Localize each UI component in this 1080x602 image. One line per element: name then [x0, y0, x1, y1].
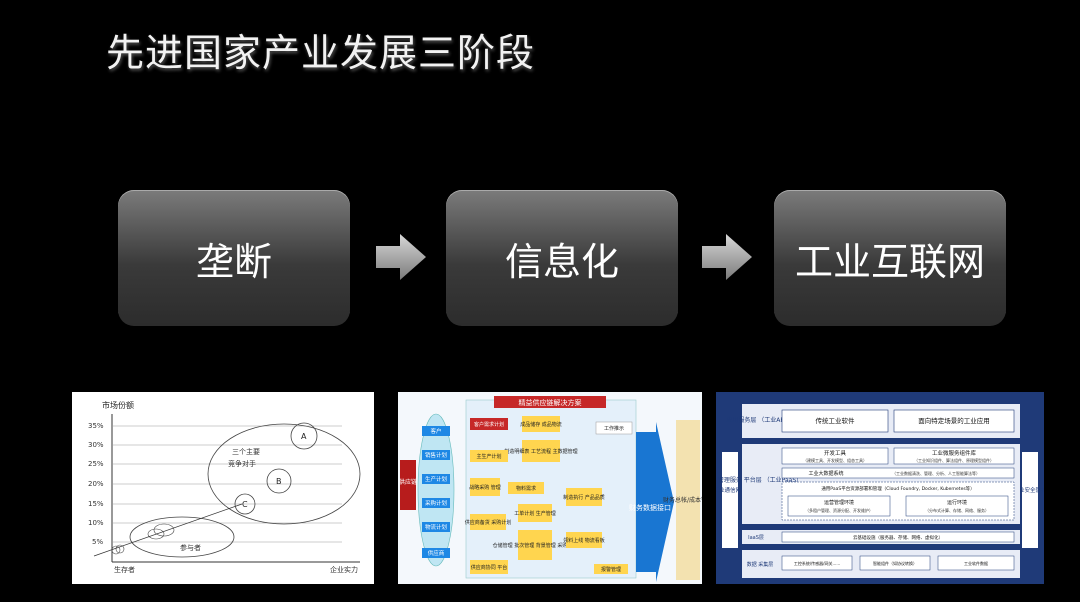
flow-box: 供应商备货 采购计划 [465, 519, 512, 526]
circle-label: B [276, 477, 282, 486]
y-tick: 20% [88, 480, 104, 488]
app-item: 传统工业软件 [816, 416, 856, 425]
bigdata: 工业大数据系统 [808, 470, 843, 477]
y-tick: 30% [88, 441, 104, 449]
flow-box: 工单计划 生产管理 [514, 510, 556, 517]
flow-box: 制造执行 产品品质 [563, 494, 605, 501]
page-title: 先进国家产业发展三阶段 [106, 31, 536, 75]
y-tick: 10% [88, 519, 104, 527]
architecture-diagram: 工业通信网络 工业安全防护 应用服务层 （工业APP） 传统工业软件 面向特定场… [716, 392, 1044, 584]
row-label: 管理服务 平台层 （工业PaaS） [718, 476, 802, 484]
bigdata-desc: （工业数据清洗、管理、分析、人工智能算法等） [892, 470, 980, 476]
flow-box: 制造明细表 工艺流程 主数据管理 [504, 448, 577, 455]
node-label: 销售计划 [425, 451, 447, 459]
flow-box: 领料上线 物流看板 [563, 537, 605, 544]
flow-box: 报警管理 [601, 566, 621, 573]
arrow-right-icon [702, 234, 752, 280]
ops-desc: （多租户管理、资源分配、开发维护） [805, 507, 873, 513]
flow-box: 物料需求 [516, 485, 536, 492]
data-item: 工控系统/传感器/网关...... [794, 560, 840, 566]
flow-box: 主生产计划 [476, 453, 501, 460]
bubble-text: 三个主要 [232, 447, 260, 456]
y-tick: 15% [88, 500, 104, 508]
y-tick: 25% [88, 460, 104, 468]
iaas-label: IaaS层 [748, 535, 764, 541]
app-item: 面向特定场景的工业应用 [918, 416, 990, 425]
stage-monopoly: 垄断 [118, 190, 350, 326]
run: 运行环境 [947, 499, 967, 506]
stage-industrial-internet: 工业互联网 [774, 190, 1006, 326]
y-tick: 5% [92, 538, 103, 546]
participant-label: 参与者 [180, 543, 201, 552]
dev-tools: 开发工具 [824, 449, 847, 457]
data-item: 智能组件（如协议转换） [873, 560, 917, 566]
dev-tools-desc: （建模工具、开发模型、组态工具） [803, 457, 867, 463]
row-label: 应用服务层 （工业APP） [726, 416, 793, 424]
arrow-label: 财务数据接口 [629, 503, 671, 512]
bubble-text: 竞争对手 [228, 459, 256, 468]
y-axis-label: 市场份额 [102, 400, 134, 410]
diagram-header: 精益供应链解决方案 [519, 398, 582, 407]
left-side-label: 工业通信网络 [716, 486, 747, 494]
run-desc: （分布式计算、存储、网络、服务） [925, 507, 989, 513]
circle-label: C [242, 500, 248, 509]
flow-box: 战略采购 管理 [469, 484, 501, 491]
flow-box: 成品储存 成品物流 [520, 421, 562, 428]
flow-box: 客户需求计划 [474, 421, 504, 428]
flow-box: 仓储管理 批次管理 背景管理 采购看板 [493, 542, 578, 549]
node-label: 供应商 [428, 549, 445, 557]
x-axis-label: 企业实力 [330, 565, 358, 574]
origin-label: 生存者 [114, 565, 135, 574]
ops: 运营管理环境 [824, 499, 854, 506]
node-label: 生产计划 [425, 475, 447, 483]
market-share-chart: 市场份额 35% 30% 25% 20% 15% 10% 5% A B C [72, 392, 374, 584]
supply-chain-diagram: 精益供应链解决方案 供应链 客户 销售计划 生产计划 采购计划 物流计划 供应商… [398, 392, 702, 584]
flow-box: 供应商协同 平台 [471, 564, 508, 571]
data-item: 工业软件数据 [964, 560, 988, 566]
node-label: 采购计划 [425, 499, 447, 507]
paas: 通用PaaS平台资源部署和管理（Cloud Foundry, Docker, K… [821, 485, 974, 492]
right-block: 财务总帐/成本管理 [663, 496, 702, 504]
data-label: 数据 采集层 [747, 561, 774, 568]
side-label: 供应链 [399, 478, 417, 486]
micro-services: 工业微服务组件库 [932, 449, 977, 457]
micro-desc: （工业知识组件、算法组件、原理模型组件） [914, 457, 994, 463]
node-label: 物流计划 [425, 523, 447, 531]
arrow-right-icon [376, 234, 426, 280]
stage-informatization: 信息化 [446, 190, 678, 326]
node-label: 客户 [430, 427, 441, 435]
iaas: 云基础设施（服务器、存储、网络、虚拟化） [853, 534, 943, 541]
circle-label: A [301, 432, 307, 441]
right-side-label: 工业安全防护 [1013, 486, 1044, 494]
flow-box: 工作推示 [604, 425, 624, 432]
y-tick: 35% [88, 422, 104, 430]
